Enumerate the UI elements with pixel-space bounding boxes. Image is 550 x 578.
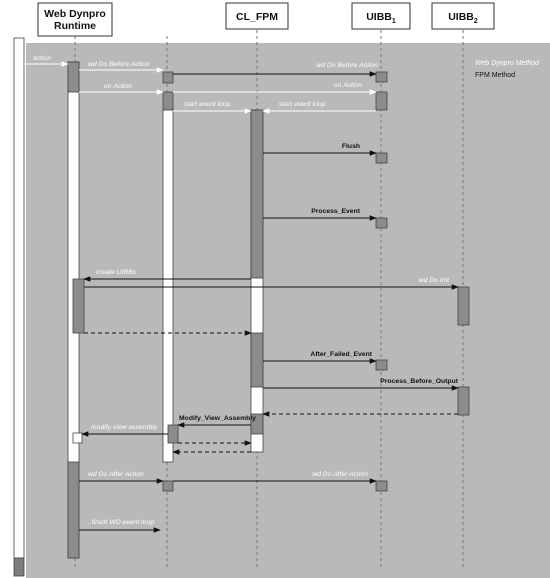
- header-uibb2-box: [431, 2, 495, 30]
- header-fpm-label: CL_FPM: [236, 11, 278, 23]
- header-runtime-box: [37, 2, 113, 37]
- uibb1-activation-after-action: [375, 480, 388, 492]
- header-runtime-line2: Runtime: [54, 20, 96, 32]
- view-activation-after: [162, 480, 174, 492]
- header-uibb2-label: UIBB2: [448, 11, 478, 25]
- uibb1-activation-process-event: [375, 217, 388, 229]
- msg-flush-label: Flush: [342, 143, 360, 150]
- header-runtime-line1: Web Dynpro: [44, 8, 106, 20]
- fpm-activation-failed: [250, 332, 264, 388]
- view-activation-on-action: [162, 91, 174, 111]
- msg-on-action-1-label: on Action: [104, 83, 132, 90]
- msg-action-label: action: [33, 55, 51, 62]
- view-activation-before: [162, 71, 174, 84]
- header-uibb1: UIBB1: [351, 2, 411, 30]
- msg-create-uibbs-label: create UIBBs: [96, 269, 137, 276]
- uibb1-activation-before: [375, 71, 388, 83]
- header-uibb1-box: [351, 2, 411, 30]
- header-runtime: Web Dynpro Runtime: [37, 2, 113, 37]
- msg-wd-do-init-label: wd Do Init: [419, 277, 450, 284]
- runtime-activation-before: [67, 61, 80, 93]
- msg-finish-loop-label: ...finish WD event loop: [86, 519, 154, 526]
- msg-after-action-1-label: wd Do After Action: [88, 471, 144, 478]
- msg-on-action-2-label: on Action: [334, 82, 362, 89]
- header-fpm-box: [225, 2, 289, 30]
- msg-modify-fpm-label: Modify_View_Assembly: [179, 415, 256, 422]
- fpm-activation-process: [250, 109, 264, 279]
- uibb2-activation-init: [457, 286, 470, 326]
- msg-after-action-2-label: wd Do After Action: [312, 471, 368, 478]
- user-activation: [13, 37, 25, 559]
- legend-fpm-method: FPM Method: [475, 72, 515, 79]
- diagram-background: [26, 43, 550, 578]
- user-activation-end: [13, 557, 25, 577]
- msg-modify-view-label: modify view assembly: [91, 424, 158, 431]
- view-activation-modify: [167, 424, 179, 444]
- uibb2-activation-pbo: [457, 386, 470, 416]
- runtime-activation-after: [67, 461, 80, 559]
- view-activation-loop: [162, 109, 174, 463]
- uibb1-activation-after-failed: [375, 359, 388, 371]
- header-uibb1-label: UIBB1: [366, 11, 396, 25]
- msg-after-failed-label: After_Failed_Event: [310, 351, 372, 358]
- header-uibb2: UIBB2: [431, 2, 495, 30]
- msg-pbo-label: Process_Before_Output: [380, 378, 459, 385]
- runtime-activation-create: [72, 278, 85, 334]
- msg-before-action-1-label: wd Do Before Action: [88, 61, 150, 68]
- legend-wd-method: Web Dynpro Method: [475, 60, 540, 67]
- header-fpm: CL_FPM: [225, 2, 289, 30]
- runtime-activation-modify: [72, 432, 83, 444]
- uibb1-activation-flush: [375, 152, 388, 164]
- msg-before-action-2-label: wd Do Before Action: [316, 62, 378, 69]
- msg-process-event-label: Process_Event: [311, 208, 360, 215]
- msg-start-loop-2-label: start event loop: [279, 101, 326, 108]
- uibb1-activation-on-action: [375, 91, 388, 111]
- msg-start-loop-1-label: start event loop: [184, 101, 231, 108]
- fpm-activation-modify: [250, 413, 264, 435]
